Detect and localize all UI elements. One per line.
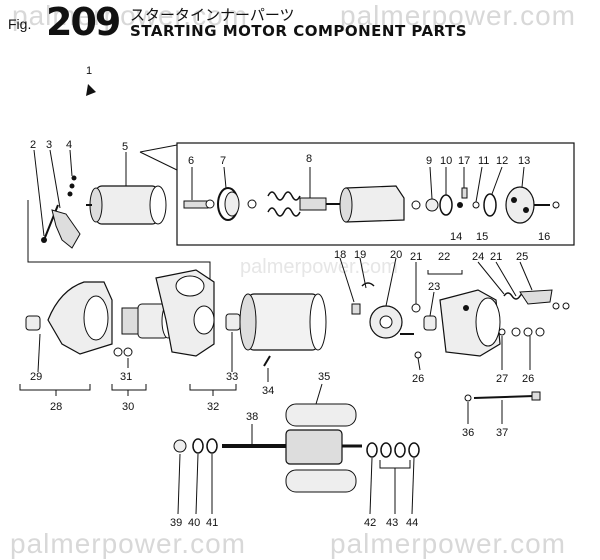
callout-35: 35	[318, 371, 330, 383]
pointer-arrow	[86, 84, 96, 96]
title-japanese: スタータインナーパーツ	[130, 6, 295, 24]
callout-9: 9	[426, 155, 432, 167]
callout-37: 37	[496, 427, 508, 439]
callout-38: 38	[246, 411, 258, 423]
callout-labels: 1 2 3 4 5 6 7 8 9 10 17 11 12 13 14 15 1…	[30, 65, 550, 529]
callout-23: 23	[428, 281, 440, 293]
callout-14: 14	[450, 231, 462, 243]
callout-16: 16	[538, 231, 550, 243]
brush-parts	[351, 282, 422, 359]
assembly-box	[176, 142, 575, 246]
callout-24: 24	[472, 251, 484, 263]
watermark: palmerpower.com	[240, 256, 398, 278]
callout-40: 40	[188, 517, 200, 529]
callout-29: 29	[30, 371, 42, 383]
gear-housing	[155, 269, 215, 357]
callout-30: 30	[122, 401, 134, 413]
title-english: STARTING MOTOR COMPONENT PARTS	[130, 22, 468, 40]
callout-12: 12	[496, 155, 508, 167]
watermark: palmerpower.com	[330, 528, 566, 559]
callout-11: 11	[478, 155, 489, 167]
callout-21b: 21	[490, 251, 502, 263]
callout-26: 26	[412, 373, 424, 385]
callout-21: 21	[410, 251, 422, 263]
callout-26b: 26	[522, 373, 534, 385]
callout-19: 19	[354, 249, 366, 261]
callout-42: 42	[364, 517, 376, 529]
callout-10: 10	[440, 155, 452, 167]
group-brackets	[19, 270, 463, 469]
callout-2: 2	[30, 139, 36, 151]
plunger-spring	[267, 191, 340, 217]
callout-25: 25	[516, 251, 528, 263]
solenoid-case	[339, 185, 405, 223]
callout-27: 27	[496, 373, 508, 385]
callout-41: 41	[206, 517, 218, 529]
front-housing	[25, 281, 113, 355]
yoke	[239, 293, 327, 351]
shift-lever	[41, 204, 81, 249]
callout-43: 43	[386, 517, 398, 529]
watermark: palmerpower.com	[10, 528, 246, 559]
callout-7: 7	[220, 155, 226, 167]
callout-1: 1	[86, 65, 92, 77]
yoke-screw	[263, 355, 271, 367]
callout-4: 4	[66, 139, 72, 151]
callout-20: 20	[390, 249, 402, 261]
watermark: palmerpower.com	[12, 0, 248, 31]
callout-22: 22	[438, 251, 450, 263]
callout-28: 28	[50, 401, 62, 413]
callout-6: 6	[188, 155, 194, 167]
callout-13: 13	[518, 155, 530, 167]
yoke-bush	[225, 313, 241, 331]
plunger-bolt	[183, 199, 215, 209]
leader-lines	[33, 149, 533, 515]
callout-3: 3	[46, 139, 52, 151]
callout-8: 8	[306, 153, 312, 165]
rear-cover	[423, 289, 501, 357]
brush-springs	[498, 289, 570, 337]
callout-33: 33	[226, 371, 238, 383]
solenoid-cover	[505, 186, 560, 224]
figure-number: 209	[46, 0, 121, 44]
callout-36: 36	[462, 427, 474, 439]
callout-44: 44	[406, 517, 418, 529]
solenoid-ring	[217, 187, 257, 221]
callout-18: 18	[334, 249, 346, 261]
callout-5: 5	[122, 141, 128, 153]
contact-parts	[411, 187, 497, 217]
callout-34: 34	[262, 385, 274, 397]
through-bolt	[464, 391, 541, 402]
watermark: palmerpower.com	[340, 0, 576, 31]
callout-17: 17	[458, 155, 470, 167]
screw-set	[67, 175, 77, 197]
callout-31: 31	[120, 371, 132, 383]
solenoid-switch	[86, 185, 167, 225]
armature	[173, 403, 420, 493]
figure-label: Fig.	[8, 16, 32, 32]
callout-32: 32	[207, 401, 219, 413]
callout-39: 39	[170, 517, 182, 529]
callout-15: 15	[476, 231, 488, 243]
